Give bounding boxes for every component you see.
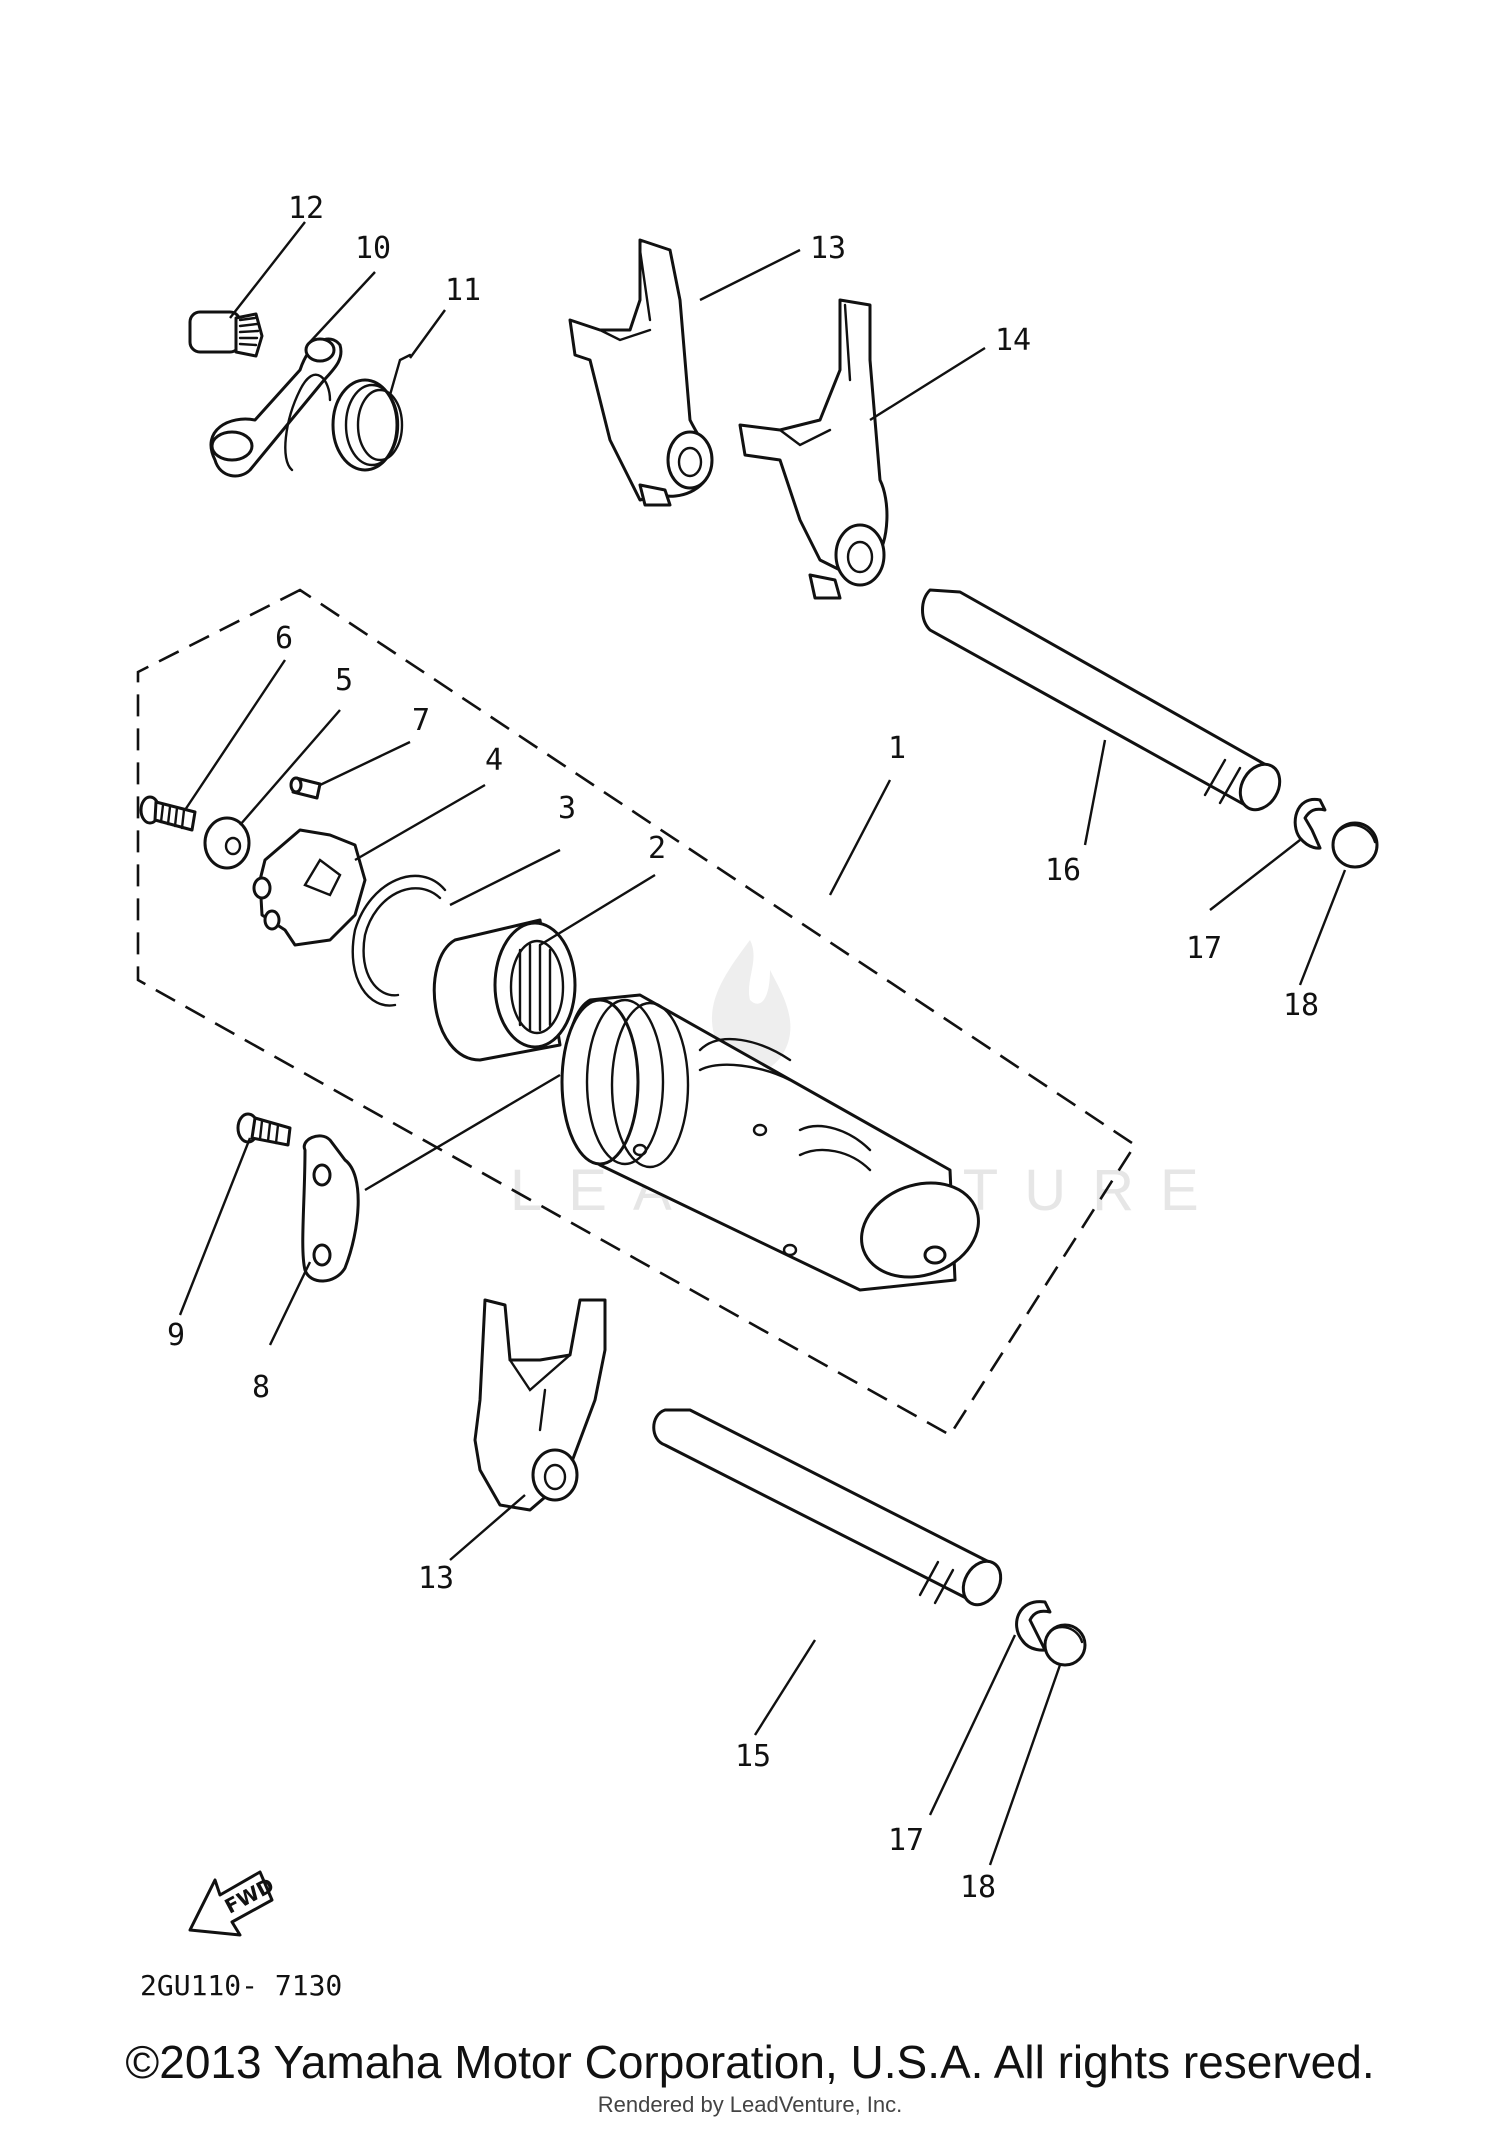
callout-4: 4 xyxy=(485,743,503,778)
callout-18-upper: 18 xyxy=(1283,988,1319,1023)
part-14-shift-fork xyxy=(738,298,889,600)
part-7-pin xyxy=(289,776,322,800)
part-6-bolt xyxy=(139,795,197,832)
part-12-bolt xyxy=(188,310,264,358)
fwd-arrow-icon: FWD xyxy=(188,1870,278,1937)
part-13-shift-fork-lower xyxy=(473,1298,607,1512)
leader-lines xyxy=(178,221,1347,1866)
part-10-plate xyxy=(209,337,343,478)
callout-8: 8 xyxy=(252,1370,270,1405)
callout-17-upper: 17 xyxy=(1186,931,1222,966)
callout-17-lower: 17 xyxy=(888,1823,924,1858)
callout-13-upper: 13 xyxy=(810,231,846,266)
callout-11: 11 xyxy=(445,273,481,308)
callout-2: 2 xyxy=(648,831,666,866)
part-3-circlip-inner xyxy=(362,887,442,997)
callout-7: 7 xyxy=(412,703,430,738)
callout-6: 6 xyxy=(275,621,293,656)
part-1-shift-drum xyxy=(560,993,980,1292)
part-2-bearing xyxy=(432,918,577,1062)
callout-15: 15 xyxy=(735,1739,771,1774)
callout-3: 3 xyxy=(558,791,576,826)
part-3-circlip xyxy=(351,874,447,1007)
callouts: 12 10 11 13 14 6 5 7 4 3 1 2 16 17 18 9 … xyxy=(167,191,1319,1905)
callout-13-lower: 13 xyxy=(418,1561,454,1596)
part-11-spring xyxy=(284,353,412,472)
callout-9: 9 xyxy=(167,1318,185,1353)
callout-10: 10 xyxy=(355,231,391,266)
part-18-cap-upper xyxy=(1331,821,1379,869)
part-5-washer xyxy=(203,816,251,870)
part-13-shift-fork-upper xyxy=(568,238,714,507)
assembly-boundary xyxy=(136,588,1137,1437)
part-8-plate xyxy=(301,1134,360,1283)
part-18-cap-lower xyxy=(1043,1623,1087,1667)
callout-16: 16 xyxy=(1045,853,1081,888)
part-17-clip-lower xyxy=(1015,1600,1052,1652)
part-4-segment xyxy=(252,828,367,947)
copyright-notice: ©2013 Yamaha Motor Corporation, U.S.A. A… xyxy=(125,2036,1375,2088)
part-15-shaft xyxy=(652,1408,1003,1607)
diagram-code: 2GU110- 7130 xyxy=(140,1969,342,2002)
callout-14: 14 xyxy=(995,323,1031,358)
callout-5: 5 xyxy=(335,663,353,698)
part-9-screw xyxy=(236,1112,292,1147)
callout-12: 12 xyxy=(288,191,324,226)
callout-18-lower: 18 xyxy=(960,1870,996,1905)
part-16-shaft xyxy=(921,588,1282,812)
callout-1: 1 xyxy=(888,731,906,766)
rendered-by-credit: Rendered by LeadVenture, Inc. xyxy=(597,2092,903,2117)
part-17-clip-upper xyxy=(1293,798,1327,850)
